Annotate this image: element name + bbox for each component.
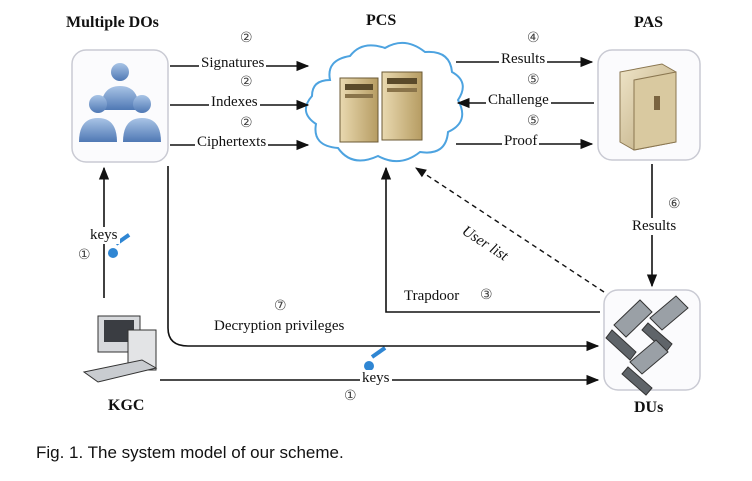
step-number: ⑦ <box>274 298 287 314</box>
keys-do-label: keys <box>88 227 120 244</box>
ciphertexts-label: Ciphertexts <box>195 134 269 151</box>
step-number: ③ <box>480 287 493 303</box>
signatures-label: Signatures <box>199 55 267 72</box>
results-pas-label: Results <box>499 51 548 68</box>
results-du-label: Results <box>630 218 679 235</box>
kgc-label: KGC <box>108 397 145 414</box>
step-number: ② <box>240 74 253 90</box>
step-number: ⑥ <box>668 196 681 212</box>
step-number: ⑤ <box>527 72 540 88</box>
dus-label: DUs <box>634 399 664 416</box>
step-number: ④ <box>527 30 540 46</box>
challenge-label: Challenge <box>486 92 551 109</box>
keys-du-label: keys <box>360 370 392 387</box>
key-icon <box>364 346 387 371</box>
step-number: ② <box>240 115 253 131</box>
step-number: ⑤ <box>527 113 540 129</box>
figure-caption: Fig. 1. The system model of our scheme. <box>36 443 344 462</box>
edge-trapdoor <box>380 166 600 313</box>
trapdoor-label: Trapdoor <box>404 288 460 304</box>
users-icon <box>79 63 161 142</box>
pas-label: PAS <box>634 14 664 31</box>
step-number: ① <box>78 247 91 263</box>
servers-icon <box>339 71 423 143</box>
indexes-label: Indexes <box>209 94 260 111</box>
step-number: ① <box>344 388 357 404</box>
proof-label: Proof <box>502 133 540 150</box>
step-number: ② <box>240 30 253 46</box>
edge-user-list <box>415 167 605 293</box>
server-cabinet-icon <box>619 63 677 151</box>
edge-decryption <box>167 166 600 352</box>
pcs-label: PCS <box>366 12 397 29</box>
phones-icon <box>605 295 689 396</box>
computer-icon <box>82 315 158 383</box>
dos-label: Multiple DOs <box>66 14 159 31</box>
decryption-label: Decryption privileges <box>214 318 345 334</box>
